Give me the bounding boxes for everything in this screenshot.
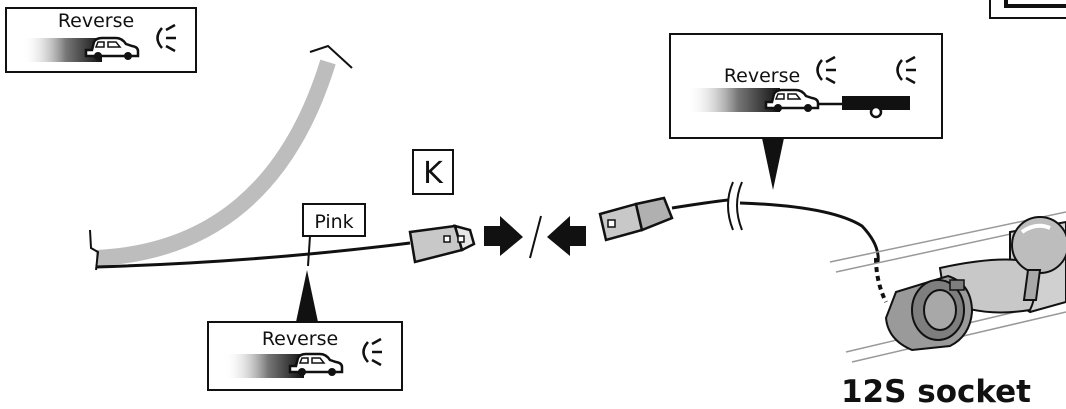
wire-color-label: Pink [314, 211, 353, 233]
connector-letter: K [423, 156, 444, 191]
wire-color-box [302, 203, 366, 237]
reverse-label-trailer: Reverse [724, 65, 800, 87]
reverse-callout-trailer: Reverse [669, 33, 943, 139]
arrow-left-icon [547, 216, 586, 256]
wire-break-marks [727, 181, 743, 231]
trailer-side-wire-2 [739, 201, 880, 263]
body-panel-curve [95, 59, 336, 266]
wire-color-pointer [307, 235, 311, 267]
wire-dashed-to-socket [874, 257, 888, 303]
trailer-icon [842, 96, 910, 119]
panel-edge-mark-left [89, 229, 100, 271]
reverse-callout-top-left: Reverse [5, 7, 197, 73]
tow-hitch-icon [829, 211, 1066, 363]
trailer-callout-pointer [762, 138, 784, 190]
reverse-label-bottom: Reverse [262, 328, 338, 350]
trailer-connector [598, 196, 674, 242]
connection-divider [529, 215, 542, 259]
reverse-callout-bottom: Reverse [207, 321, 403, 391]
partial-box-inner [1004, 0, 1066, 8]
twelve-s-socket [884, 274, 974, 352]
vehicle-wire [95, 241, 411, 269]
partial-box-edge [989, 0, 1066, 19]
bottom-callout-pointer [296, 270, 318, 322]
vehicle-connector [408, 224, 476, 264]
socket-label: 12S socket [841, 374, 1031, 409]
trailer-side-wire [671, 198, 729, 210]
arrow-right-icon [484, 216, 523, 256]
connector-letter-box [412, 149, 454, 195]
panel-edge-mark-top [309, 44, 353, 69]
reverse-label-top-left: Reverse [58, 10, 134, 32]
